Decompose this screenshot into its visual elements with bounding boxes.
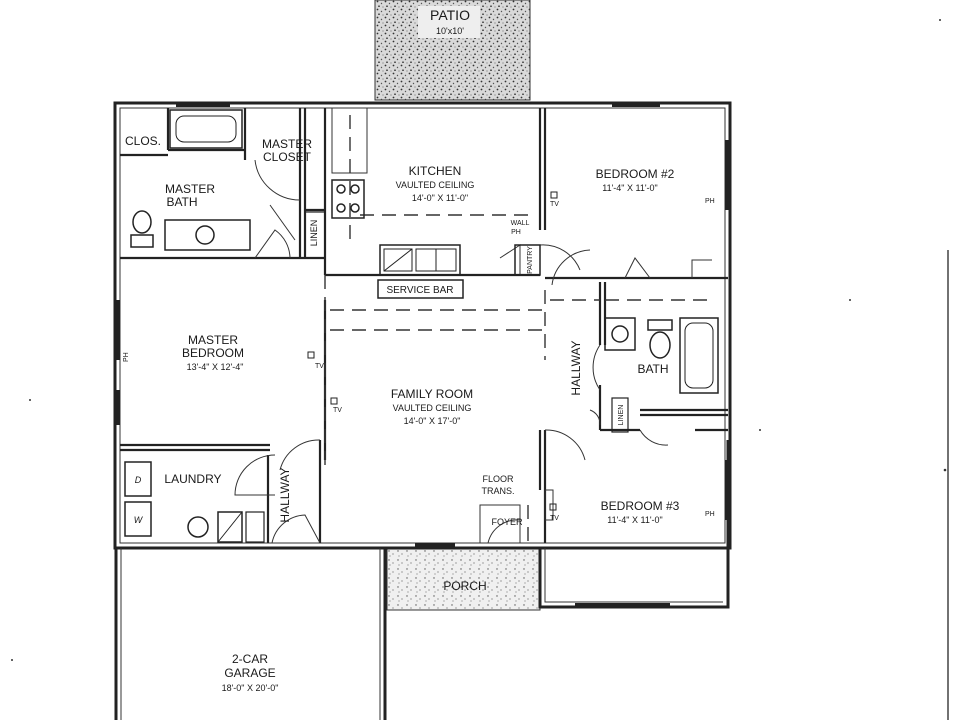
bedroom3-label: BEDROOM #3 (601, 499, 680, 513)
ph-marker-master: PH (123, 352, 130, 362)
bath-label: BATH (637, 362, 668, 376)
hall-toilet-icon (649, 331, 671, 359)
water-heater-icon (187, 516, 209, 538)
floor-trans-line1: FLOOR (482, 474, 514, 484)
porch-area (386, 546, 541, 611)
bedroom2-label: BEDROOM #2 (596, 167, 675, 181)
tv-marker-family: TV (333, 407, 342, 414)
dryer-label: D (135, 475, 142, 485)
patio-label-bg (418, 6, 480, 38)
closet-label: CLOS. (125, 134, 161, 148)
foyer-label: FOYER (491, 517, 523, 527)
kitchen-label: KITCHEN (409, 164, 462, 178)
hall-tub-icon (679, 317, 719, 394)
master-closet-line1: MASTER (262, 137, 312, 151)
floor-trans-line2: TRANS. (481, 486, 514, 496)
hallway-left-label: HALLWAY (278, 467, 292, 522)
hall-sink-icon (604, 317, 636, 351)
outlet-markers: TV TV TV TV PH PH PH (123, 191, 715, 522)
bathtub-icon (169, 109, 243, 149)
hall-bath-fixtures (604, 317, 719, 433)
ph-marker-bed3: PH (705, 511, 715, 518)
kitchen-dims: 14'-0" X 11'-0" (412, 193, 468, 203)
master-bath-line1: MASTER (165, 182, 215, 196)
ph-marker-bed2: PH (705, 198, 715, 205)
garage-dims: 18'-0" X 20'-0" (222, 683, 279, 693)
ac-unit (544, 489, 554, 521)
bedroom2-dims: 11'-4" X 11'-0" (602, 183, 658, 193)
family-room-label: FAMILY ROOM (391, 387, 473, 401)
service-bar-label: SERVICE BAR (386, 285, 453, 296)
vanity-icon (164, 219, 251, 251)
master-bedroom-line1: MASTER (188, 333, 238, 347)
dryer-icon (124, 461, 152, 497)
tv-marker-bed3: TV (550, 515, 559, 522)
page-edge-marks (11, 19, 949, 720)
sink-counter (379, 244, 461, 276)
garage-line2: GARAGE (224, 666, 275, 680)
wall-ph-label-2: PH (511, 229, 521, 236)
foyer-box (479, 504, 521, 544)
tv-marker-master: TV (315, 363, 324, 370)
toilet-icon (132, 210, 152, 234)
dishwasher-icon (383, 248, 413, 272)
laundry-fixtures (124, 461, 265, 543)
master-closet-line2: CLOSET (263, 150, 312, 164)
windows (116, 103, 729, 607)
laundry-label: LAUNDRY (164, 472, 221, 486)
pantry-label: PANTRY (527, 246, 534, 274)
family-room-ceiling: VAULTED CEILING (393, 403, 472, 413)
linen-master-label: LINEN (309, 220, 319, 247)
master-bath-fixtures (130, 109, 326, 259)
wall-ph-label-1: WALL (511, 220, 530, 227)
dashed-lines (324, 115, 715, 548)
stove-icon (331, 179, 365, 219)
pantry-box (514, 244, 541, 276)
kitchen-ceiling: VAULTED CEILING (396, 180, 475, 190)
kitchen-fixtures: SERVICE BAR (331, 107, 541, 299)
service-bar (377, 279, 464, 299)
washer-icon (124, 501, 152, 537)
patio-label: PATIO (430, 7, 470, 23)
hallway-right-label: HALLWAY (569, 340, 583, 395)
washer-label: W (134, 515, 144, 525)
master-bedroom-line2: BEDROOM (182, 346, 244, 360)
porch-label: PORCH (443, 579, 486, 593)
tv-marker-bed2: TV (550, 201, 559, 208)
patio-dims: 10'x10' (436, 26, 464, 36)
bedroom3-dims: 11'-4" X 11'-0" (607, 515, 663, 525)
family-room-dims: 14'-0" X 17'-0" (404, 416, 461, 426)
linen-hall-label: LINEN (618, 405, 625, 426)
garage-line1: 2-CAR (232, 652, 268, 666)
master-bedroom-dims: 13'-4" X 12'-4" (187, 362, 244, 372)
master-bath-line2: BATH (166, 195, 197, 209)
doors (234, 159, 712, 544)
